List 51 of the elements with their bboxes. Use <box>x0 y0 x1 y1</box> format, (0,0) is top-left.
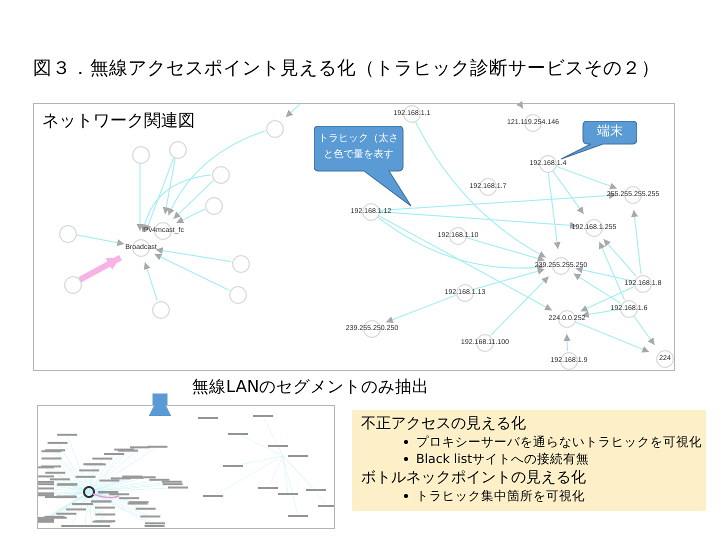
arrow <box>632 314 656 346</box>
arrow <box>490 276 550 336</box>
arrow <box>144 157 174 232</box>
arrow <box>173 180 214 220</box>
arrow <box>552 170 584 214</box>
arrow <box>472 268 545 290</box>
arrow <box>573 273 621 304</box>
callout-text: 端末 <box>596 124 624 140</box>
arrow <box>148 394 172 416</box>
arrow <box>154 253 230 291</box>
callout-bubble <box>314 126 411 206</box>
slide-title: 図３．無線アクセスポイント見える化（トラヒック診断サービスその２） <box>33 57 660 80</box>
arrow <box>76 234 124 246</box>
arrow <box>582 308 620 318</box>
arrow <box>176 208 206 224</box>
arrow <box>603 238 636 277</box>
arrow <box>144 262 158 301</box>
arrow <box>580 286 634 312</box>
bullet-text: Black listサイトへの接続有無 <box>404 451 590 467</box>
arrow <box>516 100 524 109</box>
note-heading: ボトルネックポイントの見える化 <box>361 468 586 487</box>
arrow <box>378 192 616 211</box>
arrow <box>548 172 561 250</box>
arrow <box>78 254 122 282</box>
arrow <box>168 130 266 216</box>
arrow <box>555 166 618 190</box>
arrow <box>465 236 545 262</box>
arrow <box>162 158 176 214</box>
bullet-text: プロキシーサーバを通らないトラヒックを可視化 <box>404 434 702 450</box>
arrow <box>414 120 546 258</box>
panel-heading: ネットワーク関連図 <box>42 110 195 132</box>
arrow <box>631 210 642 274</box>
arrow <box>136 163 144 231</box>
callout-bubble <box>561 121 637 161</box>
graph-panel <box>33 103 675 371</box>
arrow <box>141 174 212 232</box>
arrow <box>376 216 544 271</box>
callout-text: トラヒック（太さと色で量を表す <box>318 132 400 162</box>
arrow <box>576 266 634 282</box>
arrow <box>574 320 650 353</box>
network-thumbnail-picture <box>37 405 335 529</box>
note-box <box>352 410 706 511</box>
arrow <box>156 247 232 262</box>
arrow <box>378 214 552 311</box>
note-heading: 不正アクセスの見える化 <box>361 414 526 433</box>
arrow <box>598 241 625 300</box>
bullet-text: トラヒック集中箇所を可視化 <box>404 488 585 504</box>
arrow <box>386 294 456 323</box>
arrow <box>564 334 571 352</box>
arrow <box>285 104 300 118</box>
arrow <box>378 211 578 229</box>
